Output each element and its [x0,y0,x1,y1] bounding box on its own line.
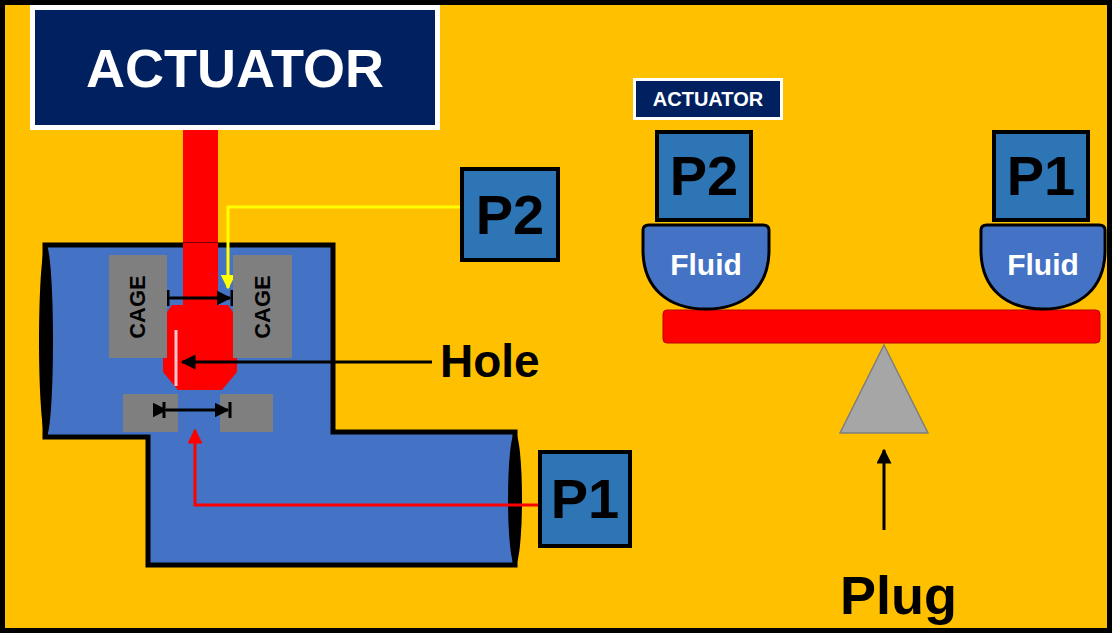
pressure-box: P2 [460,167,560,262]
node-text: Fluid [670,250,742,280]
plug-hole [175,330,178,386]
fulcrum [840,345,928,433]
dimension-arrow [168,290,232,306]
node-text: P2 [476,187,545,243]
valve-plug [163,305,237,390]
pointer-arrow [883,450,886,530]
node-text: ACTUATOR [653,89,763,109]
part-label: Plug [840,568,957,622]
valve-body [45,245,515,565]
pressure-box: P2 [655,130,753,222]
pressure-box: P1 [538,450,632,548]
node-text: P1 [1007,148,1076,204]
cage-block: CAGE [109,255,167,358]
node-text: CAGE [252,275,274,339]
cage-block: CAGE [233,255,292,358]
fluid-cup: Fluid [640,222,772,312]
dimension-arrow [164,402,230,418]
valve-stem [183,128,218,318]
part-label: Hole [440,338,540,384]
pipe-opening [508,433,522,565]
actuator-box: ACTUATOR [633,78,783,120]
node-text: P2 [670,148,739,204]
actuator-box: ACTUATOR [30,5,440,130]
pipe-opening [39,245,53,437]
node-text: P1 [551,471,620,527]
leader-line [182,361,432,364]
node-text: Fluid [1007,250,1079,280]
fluid-cup: Fluid [978,222,1108,312]
flow-arrow [195,430,538,505]
node-text: ACTUATOR [86,41,384,95]
valve-seat [123,394,178,432]
valve-seat [220,394,273,432]
node-text: CAGE [127,275,149,339]
lever-beam [663,310,1100,343]
pressure-box: P1 [992,130,1090,222]
